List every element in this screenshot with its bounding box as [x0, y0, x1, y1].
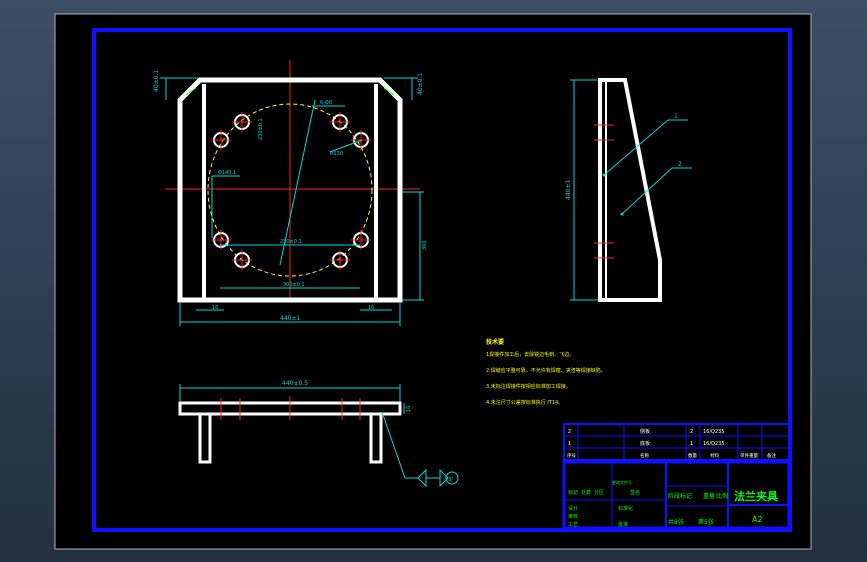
paper	[54, 13, 812, 550]
plan-view[interactable]: 440±0.5 16 3/	[178, 380, 459, 488]
svg-text:单件重量: 单件重量	[740, 452, 758, 459]
side-outline	[598, 78, 662, 302]
svg-text:分区: 分区	[594, 489, 604, 496]
balloon-1: 1	[674, 113, 678, 120]
svg-text:重量: 重量	[703, 492, 715, 500]
svg-text:名称: 名称	[640, 452, 649, 459]
bolt-hole	[330, 250, 350, 270]
svg-text:2: 2	[568, 429, 571, 435]
dim-plan-width: 440±0.5	[282, 380, 308, 387]
gauge-leader	[381, 411, 418, 479]
svg-text:第5张: 第5张	[698, 518, 714, 526]
dim-right-small: 16	[368, 305, 374, 311]
svg-text:序号: 序号	[567, 452, 576, 459]
svg-text:2: 2	[690, 429, 693, 435]
tech-line-4: 4.未注尺寸公差按标准执行 IT14。	[486, 399, 563, 406]
svg-text:设计: 设计	[568, 505, 578, 512]
svg-text:标准化: 标准化	[618, 505, 633, 512]
dim-arc: R130	[330, 151, 343, 157]
drawing-frame	[92, 28, 792, 532]
side-view[interactable]: 440±1 1 2	[565, 78, 692, 302]
paper-size: A2	[752, 515, 763, 524]
bom-table[interactable]: 2 侧板 2 16/Q235 1 底板 1 16/Q235 序号 名称 数量 材…	[563, 423, 790, 461]
dim-left-small: 16	[212, 305, 218, 311]
tech-line-3: 3.未标注焊接件按相应标准加工焊接。	[486, 383, 571, 390]
bolt-hole	[232, 112, 252, 132]
svg-text:16/Q235: 16/Q235	[703, 429, 725, 435]
tech-title: 技术要	[486, 338, 504, 346]
diameter-leader	[279, 99, 316, 266]
plan-left-leg	[198, 412, 212, 464]
svg-text:标记: 标记	[568, 489, 578, 496]
title-block[interactable]: 标记 处数 分区 更改文件号 签名 设计 审核 工艺 标准化 批准 阶段标记 重…	[562, 460, 791, 530]
dim-plan-thick: 16	[406, 406, 412, 412]
technical-requirements: 技术要 1焊接件加工后，去除锐边毛刺、飞边。 2.焊缝应平整可靠，不允许有焊瘤、…	[486, 338, 606, 406]
dim-offset: Φ140.1	[218, 170, 236, 176]
svg-text:材料: 材料	[710, 452, 719, 459]
svg-text:批准: 批准	[618, 521, 628, 528]
dim-side-height: 440±1	[565, 180, 572, 200]
svg-text:侧板: 侧板	[640, 428, 650, 435]
svg-text:更改文件号: 更改文件号	[612, 479, 632, 485]
leader-1	[603, 119, 669, 176]
svg-text:数量: 数量	[688, 452, 697, 459]
bolt-holes	[211, 112, 371, 270]
dim-right-height: 360	[422, 240, 428, 250]
dim-hole: 6-Φ8	[320, 100, 332, 106]
weld-marks	[185, 87, 395, 96]
svg-text:审核: 审核	[568, 513, 578, 520]
tech-line-2: 2.焊缝应平整可靠，不允许有焊瘤、夹渣等焊接缺陷。	[486, 367, 606, 374]
dim-top-right: 40±0.1	[417, 73, 424, 95]
bolt-circle	[207, 103, 373, 277]
dim-chain: 230±0.1	[280, 239, 302, 245]
svg-text:阶段标记: 阶段标记	[668, 492, 692, 500]
svg-text:16/Q235: 16/Q235	[703, 441, 725, 447]
balloon-2: 2	[678, 161, 682, 168]
drawing-title: 法兰夹具	[734, 489, 778, 503]
leader-2	[621, 167, 673, 215]
arc-leader	[329, 139, 363, 153]
dim-bottom-width: 440±1	[280, 315, 300, 322]
roughness-symbol	[417, 468, 449, 488]
svg-text:1: 1	[568, 441, 571, 447]
bolt-hole	[351, 230, 371, 250]
dim-vertical-chain: 230±0.1	[258, 118, 264, 140]
bolt-hole	[211, 230, 231, 250]
svg-text:底板: 底板	[640, 440, 650, 447]
svg-text:比例: 比例	[716, 492, 728, 500]
plan-right-leg	[369, 412, 383, 464]
bolt-hole	[330, 112, 350, 132]
svg-text:共8张: 共8张	[668, 518, 684, 526]
gauge-label: 3/	[448, 477, 453, 483]
svg-text:处数: 处数	[581, 489, 591, 496]
dim-top-left: 40±0.1	[153, 70, 160, 92]
bolt-hole	[232, 250, 252, 270]
svg-text:备注: 备注	[767, 452, 776, 459]
dim-lower-span: 300±0.1	[283, 282, 305, 288]
svg-text:工艺: 工艺	[568, 522, 578, 528]
svg-text:签名: 签名	[630, 489, 640, 496]
bolt-hole	[211, 130, 231, 150]
front-view[interactable]: 40±0.1 40±0.1 440±1 16 16 6-Φ8 R130 Φ140…	[153, 60, 428, 326]
tech-line-1: 1焊接件加工后，去除锐边毛刺、飞边。	[486, 351, 574, 358]
svg-text:1: 1	[690, 441, 693, 447]
